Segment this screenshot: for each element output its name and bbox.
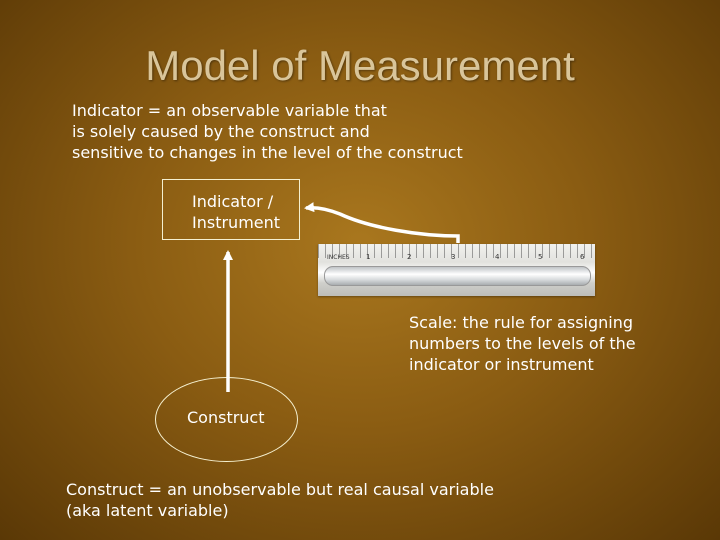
slide-title: Model of Measurement: [145, 42, 575, 89]
construct-definition: Construct = an unobservable but real cau…: [66, 480, 494, 520]
indicator-definition: Indicator = an observable variable that …: [72, 101, 463, 162]
ruler-number: 1: [366, 253, 371, 261]
ruler-number: 2: [407, 253, 412, 261]
ruler-to-indicator-arrow: [304, 202, 460, 243]
indicator-box: Indicator / Instrument: [162, 179, 300, 240]
construct-label: Construct: [187, 408, 265, 427]
ruler-number: 3: [451, 253, 456, 261]
ruler-tube: [324, 266, 591, 286]
ruler-number: 5: [538, 253, 543, 261]
scale-definition: Scale: the rule for assigning numbers to…: [409, 313, 636, 374]
ruler-ticks: [318, 244, 595, 258]
ruler-number: 4: [495, 253, 500, 261]
ruler-image: INCHES 1 2 3 4 5 6: [318, 244, 595, 296]
ruler-units-label: INCHES: [327, 254, 350, 261]
indicator-box-label: Indicator / Instrument: [192, 192, 281, 232]
ruler-number: 6: [580, 253, 585, 261]
